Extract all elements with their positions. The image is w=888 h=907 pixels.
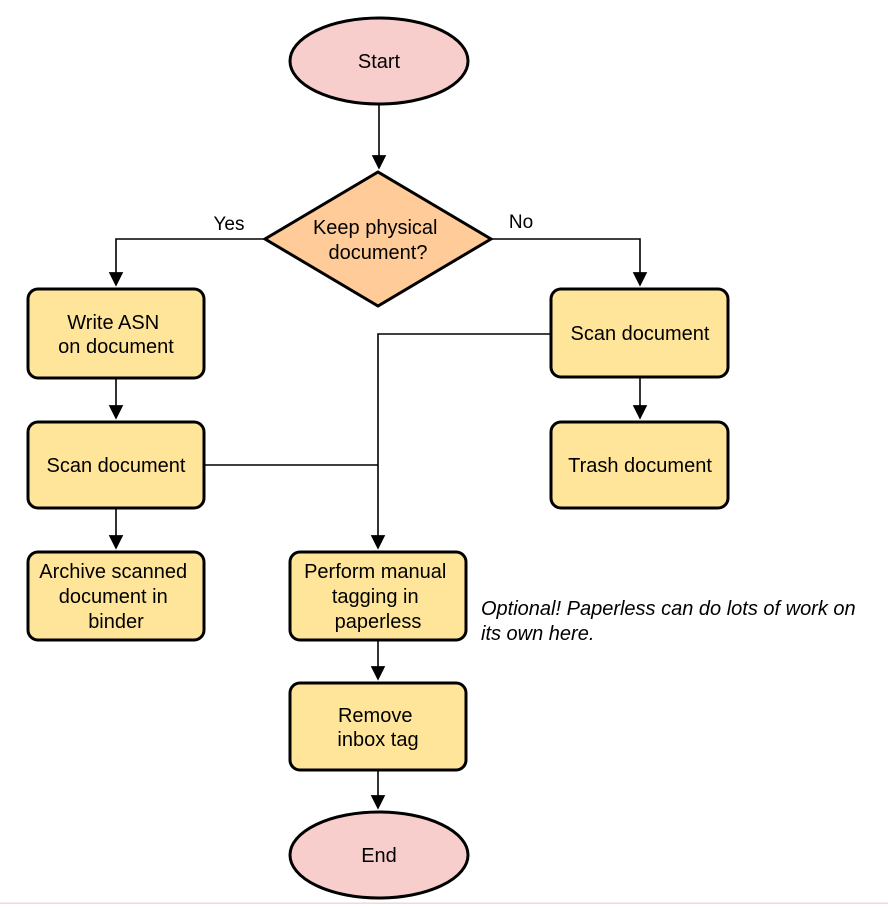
trash-document-label: Trash document — [568, 455, 712, 477]
start-ellipse — [288, 16, 470, 106]
window-bottom-edge — [0, 902, 888, 904]
scan-document-right-label: Scan document — [571, 323, 710, 345]
archive-binder-box — [26, 550, 206, 642]
node-archive-binder: Archive scanned document in binder — [26, 550, 206, 642]
edge-scan-right-to-tagging — [378, 333, 551, 547]
node-scan-document-right: Scan document — [549, 287, 730, 379]
end-ellipse — [288, 810, 470, 900]
node-start: Start — [288, 16, 470, 106]
remove-inbox-tag-box — [288, 681, 468, 772]
scan-document-left-label: Scan document — [47, 455, 186, 477]
trash-document-box — [549, 420, 730, 510]
node-decision-keep-physical: Keep physical document? — [262, 170, 494, 308]
node-manual-tagging: Perform manual tagging in paperless — [288, 550, 468, 642]
end-label: End — [361, 845, 397, 867]
edge-label-yes: Yes — [214, 214, 245, 235]
edges — [116, 104, 640, 807]
scan-document-left-box — [26, 420, 206, 510]
manual-tagging-label: Perform manual tagging in paperless — [304, 561, 452, 633]
start-label: Start — [358, 51, 401, 73]
decision-diamond — [262, 170, 494, 308]
node-scan-document-left: Scan document — [26, 420, 206, 510]
node-trash-document: Trash document — [549, 420, 730, 510]
archive-binder-label: Archive scanned document in binder — [39, 561, 192, 633]
manual-tagging-box — [288, 550, 468, 642]
edge-decision-no-to-scan-right — [491, 238, 640, 284]
node-remove-inbox-tag: Remove inbox tag — [288, 681, 468, 772]
decision-label: Keep physical document? — [313, 217, 443, 264]
scan-document-right-box — [549, 287, 730, 379]
node-write-asn: Write ASN on document — [26, 287, 206, 380]
write-asn-label: Write ASN on document — [58, 312, 174, 358]
edge-decision-yes-to-write-asn — [116, 238, 265, 284]
node-end: End — [288, 810, 470, 900]
optional-note: Optional! Paperless can do lots of work … — [481, 598, 861, 645]
write-asn-box — [26, 287, 206, 380]
remove-inbox-tag-label: Remove inbox tag — [337, 705, 418, 751]
edge-label-no: No — [509, 212, 533, 233]
